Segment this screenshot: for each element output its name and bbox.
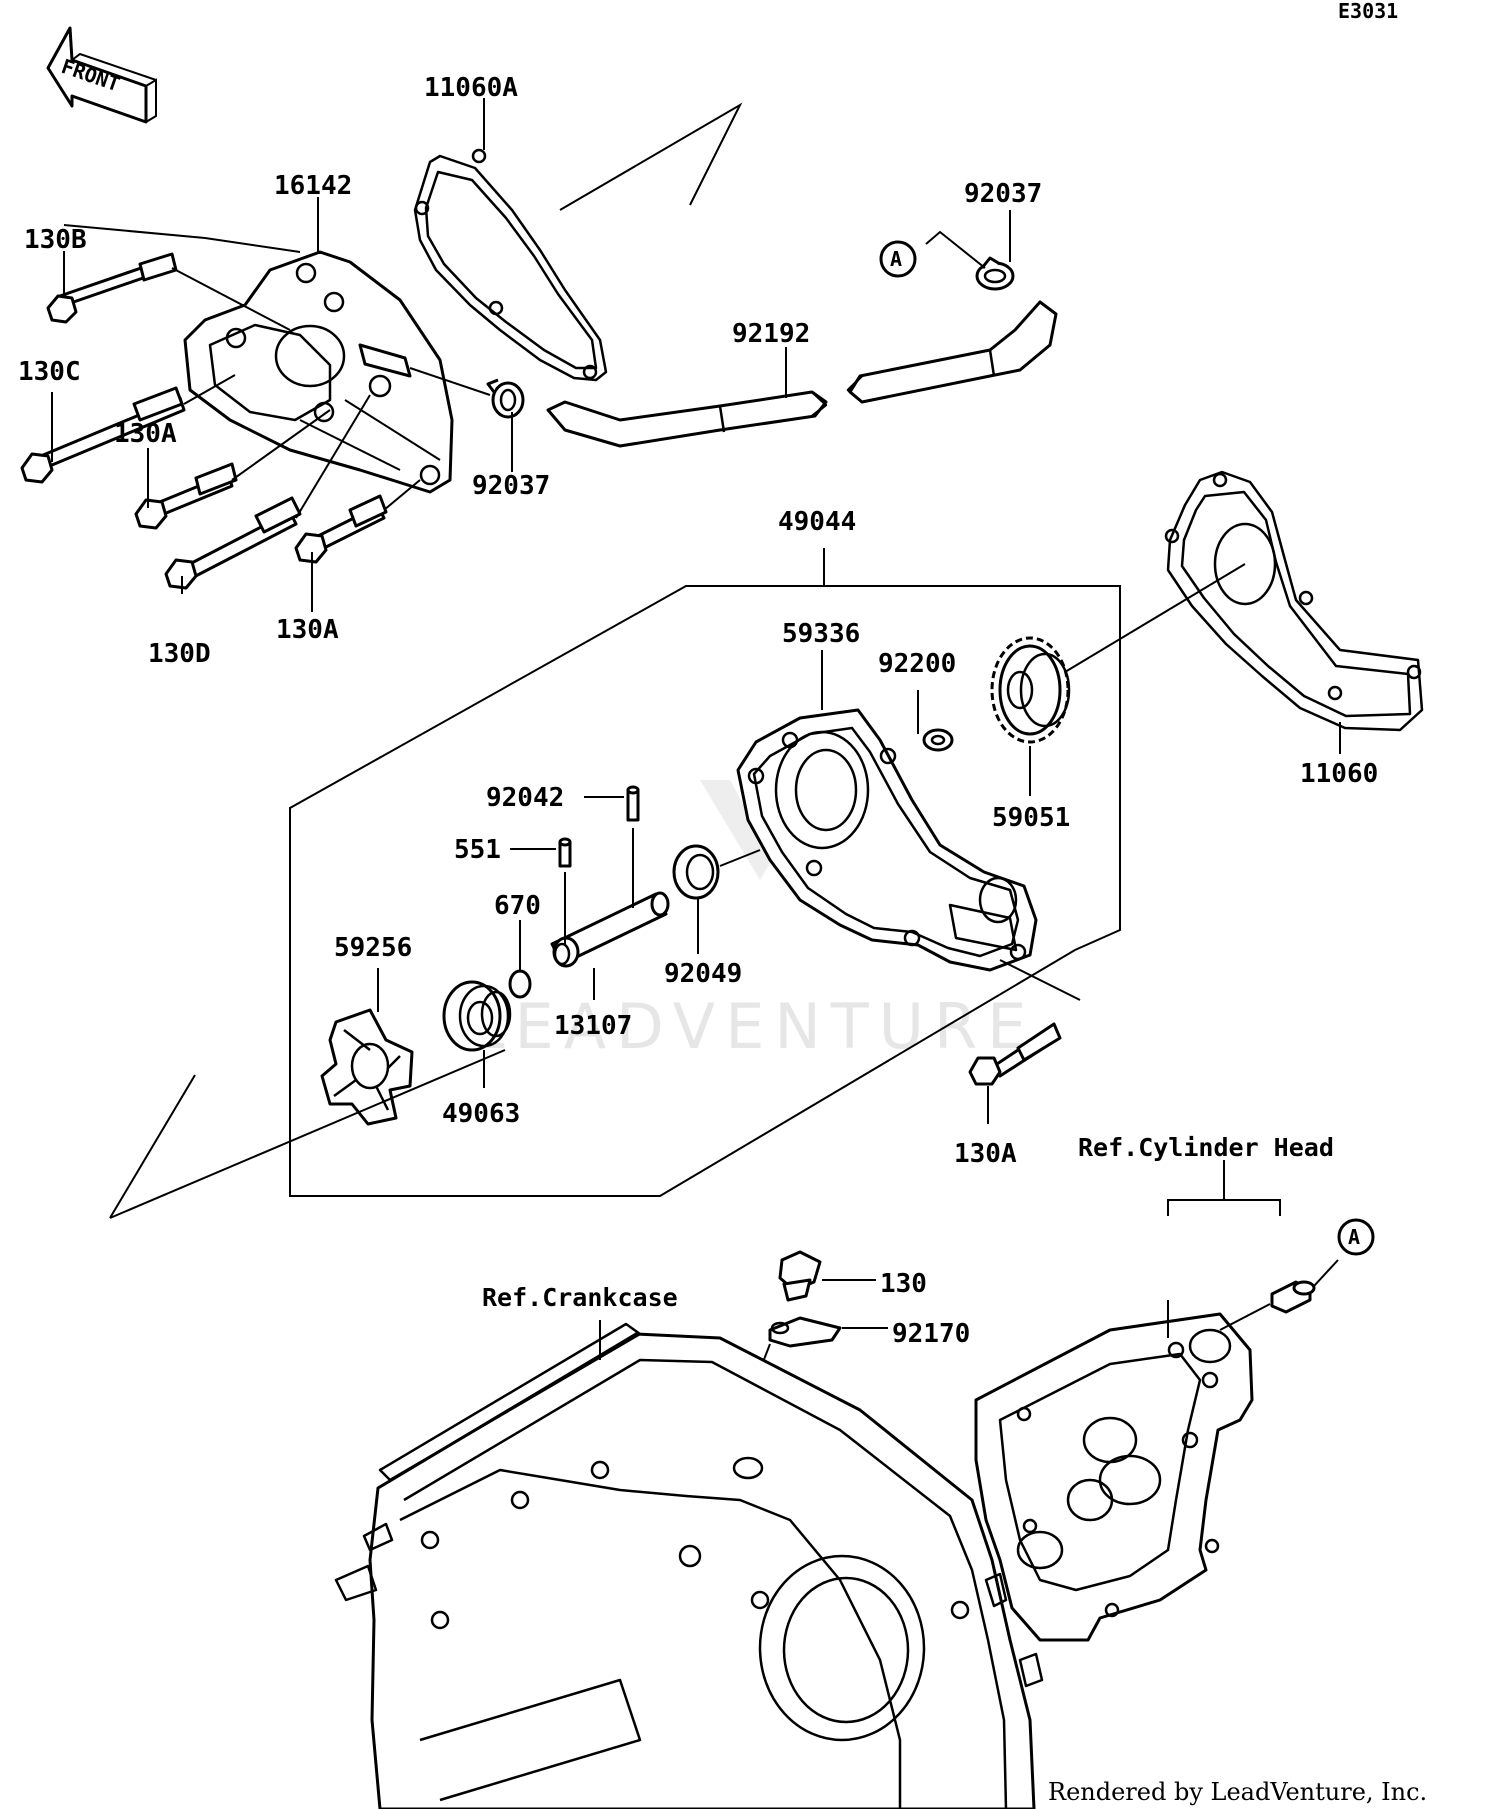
label-13107: 13107 [554, 1011, 632, 1041]
cylinder-head [974, 1312, 1254, 1642]
bolt-130C [20, 386, 186, 484]
clamp-92037-upper [975, 256, 1015, 291]
label-92049: 92049 [664, 959, 742, 989]
credit-text: Rendered by LeadVenture, Inc. [1048, 1778, 1427, 1806]
label-59256: 59256 [334, 933, 412, 963]
gear-59051 [990, 636, 1071, 744]
label-59336: 59336 [782, 619, 860, 649]
label-11060: 11060 [1300, 759, 1378, 789]
washer-92170 [768, 1316, 842, 1348]
bolt-130A-lower [968, 1022, 1062, 1086]
bolt-130B [46, 252, 178, 324]
label-11060A: 11060A [424, 73, 518, 103]
label-130A-1: 130A [114, 419, 177, 449]
bolt-130 [778, 1250, 822, 1302]
pump-cover-16142 [183, 250, 454, 494]
label-130A-2: 130A [276, 615, 339, 645]
label-92037-lower: 92037 [472, 471, 550, 501]
bolt-130A-top-left [134, 462, 238, 530]
shaft-13107 [550, 891, 670, 968]
label-16142: 16142 [274, 171, 352, 201]
label-49044: 49044 [778, 507, 856, 537]
pump-body-59336 [736, 708, 1038, 972]
label-670: 670 [494, 891, 541, 921]
label-551: 551 [454, 835, 501, 865]
ref-crankcase: Ref.Crankcase [482, 1283, 678, 1312]
impeller-59256 [320, 1008, 414, 1126]
label-130A-3: 130A [954, 1139, 1017, 1169]
label-92200: 92200 [878, 649, 956, 679]
label-59051: 59051 [992, 803, 1070, 833]
front-arrow-icon: FRONT [46, 26, 157, 124]
o-ring-670 [508, 969, 532, 999]
label-92192: 92192 [732, 319, 810, 349]
svg-text:A: A [1348, 1225, 1360, 1249]
hose-92192 [546, 300, 1058, 448]
watermark-text: LEADVENTURE [470, 990, 1036, 1063]
pin-551 [558, 837, 572, 868]
label-130C: 130C [18, 357, 81, 387]
callout-a-bottom: A [1337, 1218, 1375, 1256]
ref-cylinder-head: Ref.Cylinder Head [1078, 1133, 1334, 1162]
svg-text:A: A [890, 247, 902, 271]
label-130D: 130D [148, 639, 211, 669]
fitting-a [1270, 1280, 1316, 1314]
label-130: 130 [880, 1269, 927, 1299]
clamp-92037-lower [486, 378, 525, 419]
gasket-11060 [1164, 470, 1424, 732]
label-130B: 130B [24, 225, 87, 255]
label-92037-upper: 92037 [964, 179, 1042, 209]
gasket-11060A [413, 148, 608, 382]
diagram-code: E3031 [1338, 0, 1398, 23]
bolt-130D [164, 496, 302, 590]
washer-92200 [922, 728, 954, 752]
seal-92049 [672, 844, 720, 900]
bolt-130A-top-right [294, 494, 388, 564]
crankcase [334, 1322, 1044, 1809]
label-49063: 49063 [442, 1099, 520, 1129]
callout-a-top: A [879, 240, 917, 278]
label-92170: 92170 [892, 1319, 970, 1349]
label-92042: 92042 [486, 783, 564, 813]
mechanical-seal-49063 [442, 980, 512, 1052]
pin-92042 [626, 785, 640, 822]
